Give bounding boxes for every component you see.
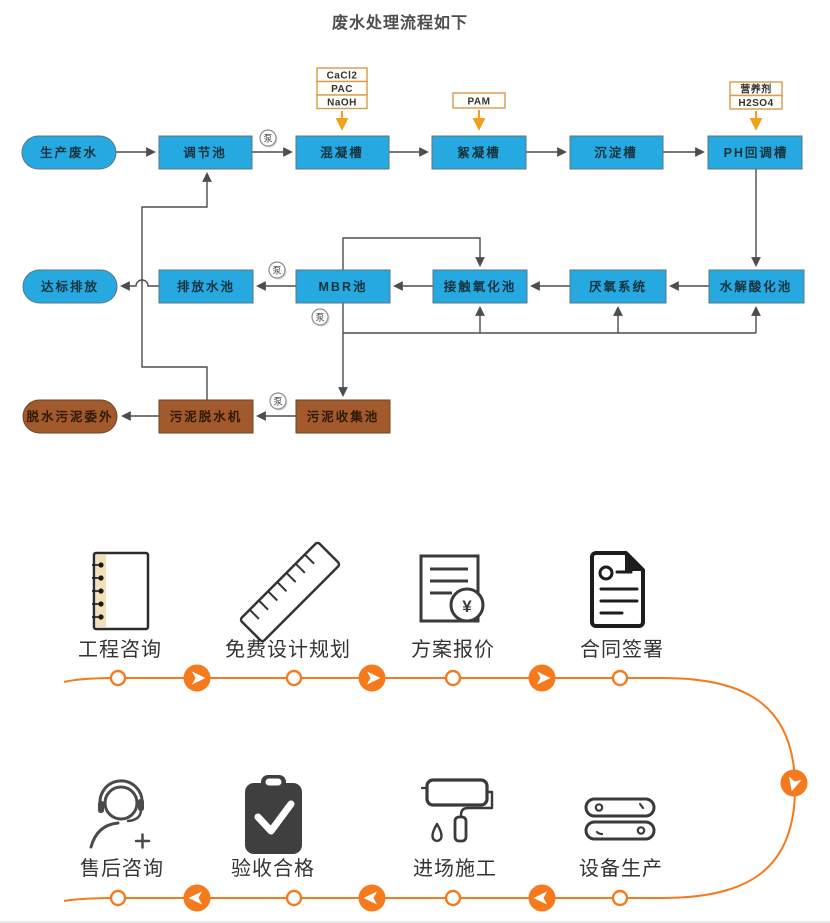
pump-icon: 泵 [269,392,288,411]
node-label: 排放水池 [177,279,235,294]
node-label: 沉淀槽 [594,145,638,160]
chemical-label: CaCl2 [327,71,358,82]
service-process-diagram: ¥ 工程咨询 免费设计规划 方案报价 合同签署 [63,541,808,912]
yuan-symbol: ¥ [462,597,472,616]
timeline-arrow-icon [358,664,386,692]
timeline-node [109,889,127,907]
flow-node-sedimentation: 沉淀槽 [569,135,664,170]
wastewater-flowchart: CaCl2 PAC NaOH PAM 营养剂 H2SO4 生产废水 [21,67,805,434]
equipment-icon [584,797,656,841]
timeline-node [444,669,462,687]
node-label: 脱水污泥委外 [26,409,113,424]
chemical-label: H2SO4 [738,98,773,109]
chemical-label: PAC [331,84,353,95]
flow-edges [116,147,761,421]
pump-icon: 泵 [259,129,278,148]
node-label: 厌氧系统 [589,279,647,294]
timeline-arrow-icon [183,664,211,692]
price-quote-icon: ¥ [419,554,485,623]
flow-node-production: 生产废水 [21,135,117,170]
node-label: 混凝槽 [320,145,364,160]
service-timeline [63,664,808,912]
timeline-node [444,889,462,907]
chemical-box-nutrient: 营养剂 [729,81,783,97]
flow-node-discharge-tank: 排放水池 [158,269,254,304]
step-label: 售后咨询 [80,857,164,880]
page-bottom-divider [0,921,830,923]
node-label: 调节池 [183,145,227,160]
chemical-box-pam: PAM [452,92,506,109]
chemical-box-h2so4: H2SO4 [729,94,783,110]
timeline-arrow-icon [780,769,808,797]
timeline-arrow-icon [528,664,556,692]
flow-node-mbr: MBR池 [295,269,391,304]
node-label: MBR池 [319,279,368,294]
flow-node-flocculation: 絮凝槽 [431,135,527,170]
chemical-feed-arrows [335,110,763,131]
aftersales-headset-icon [89,779,151,849]
step-label: 设备生产 [579,857,663,880]
flow-node-hydrolysis: 水解酸化池 [708,269,805,304]
flow-node-anaerobic: 厌氧系统 [569,269,667,304]
timeline-node [285,889,303,907]
chemical-label: NaOH [327,98,357,109]
node-label: 污泥收集池 [307,409,380,424]
timeline-arrow-icon [358,884,386,912]
timeline-node [285,669,303,687]
chemical-box-cacl2: CaCl2 [316,67,368,83]
flow-node-sludge-out: 脱水污泥委外 [22,399,118,434]
node-label: 达标排放 [41,279,99,294]
svg-text:泵: 泵 [273,397,282,407]
chemical-box-naoh: NaOH [316,94,368,110]
chemical-label: PAM [468,97,491,108]
node-label: 水解酸化池 [720,279,793,294]
timeline-arrow-icon [183,884,211,912]
step-label: 免费设计规划 [225,638,351,661]
timeline-node [109,669,127,687]
node-label: 污泥脱水机 [170,409,243,424]
acceptance-check-icon [245,775,302,854]
chemical-label: 营养剂 [740,83,772,96]
node-label: 接触氧化池 [444,279,517,294]
step-label: 方案报价 [411,638,495,661]
flow-node-regulating: 调节池 [158,135,253,170]
timeline-node [611,669,629,687]
step-label: 工程咨询 [78,638,162,661]
pump-icon: 泵 [268,261,287,280]
svg-text:泵: 泵 [263,134,272,144]
notebook-icon [92,551,150,631]
ruler-icon [239,541,341,643]
contract-icon [590,550,646,628]
flow-node-sludge-dewater: 污泥脱水机 [158,399,254,434]
svg-text:泵: 泵 [315,313,324,323]
flow-node-mixing: 混凝槽 [295,135,390,170]
pump-icon: 泵 [311,308,330,327]
step-label: 验收合格 [231,857,315,880]
timeline-arrow-icon [528,884,556,912]
step-label: 合同签署 [580,638,664,661]
flow-node-discharge: 达标排放 [22,269,118,304]
node-label: PH回调槽 [724,145,789,160]
flow-node-ph-adjust: PH回调槽 [707,135,803,170]
construction-roller-icon [420,778,494,843]
timeline-node [611,889,629,907]
svg-text:泵: 泵 [272,266,281,276]
step-label: 进场施工 [413,857,497,880]
flow-node-sludge-collect: 污泥收集池 [295,399,391,434]
node-label: 生产废水 [40,145,98,160]
node-label: 絮凝槽 [457,145,501,160]
page-title: 废水处理流程如下 [331,15,468,32]
flow-node-contact-oxidation: 接触氧化池 [432,269,528,304]
chemical-box-pac: PAC [316,80,368,96]
